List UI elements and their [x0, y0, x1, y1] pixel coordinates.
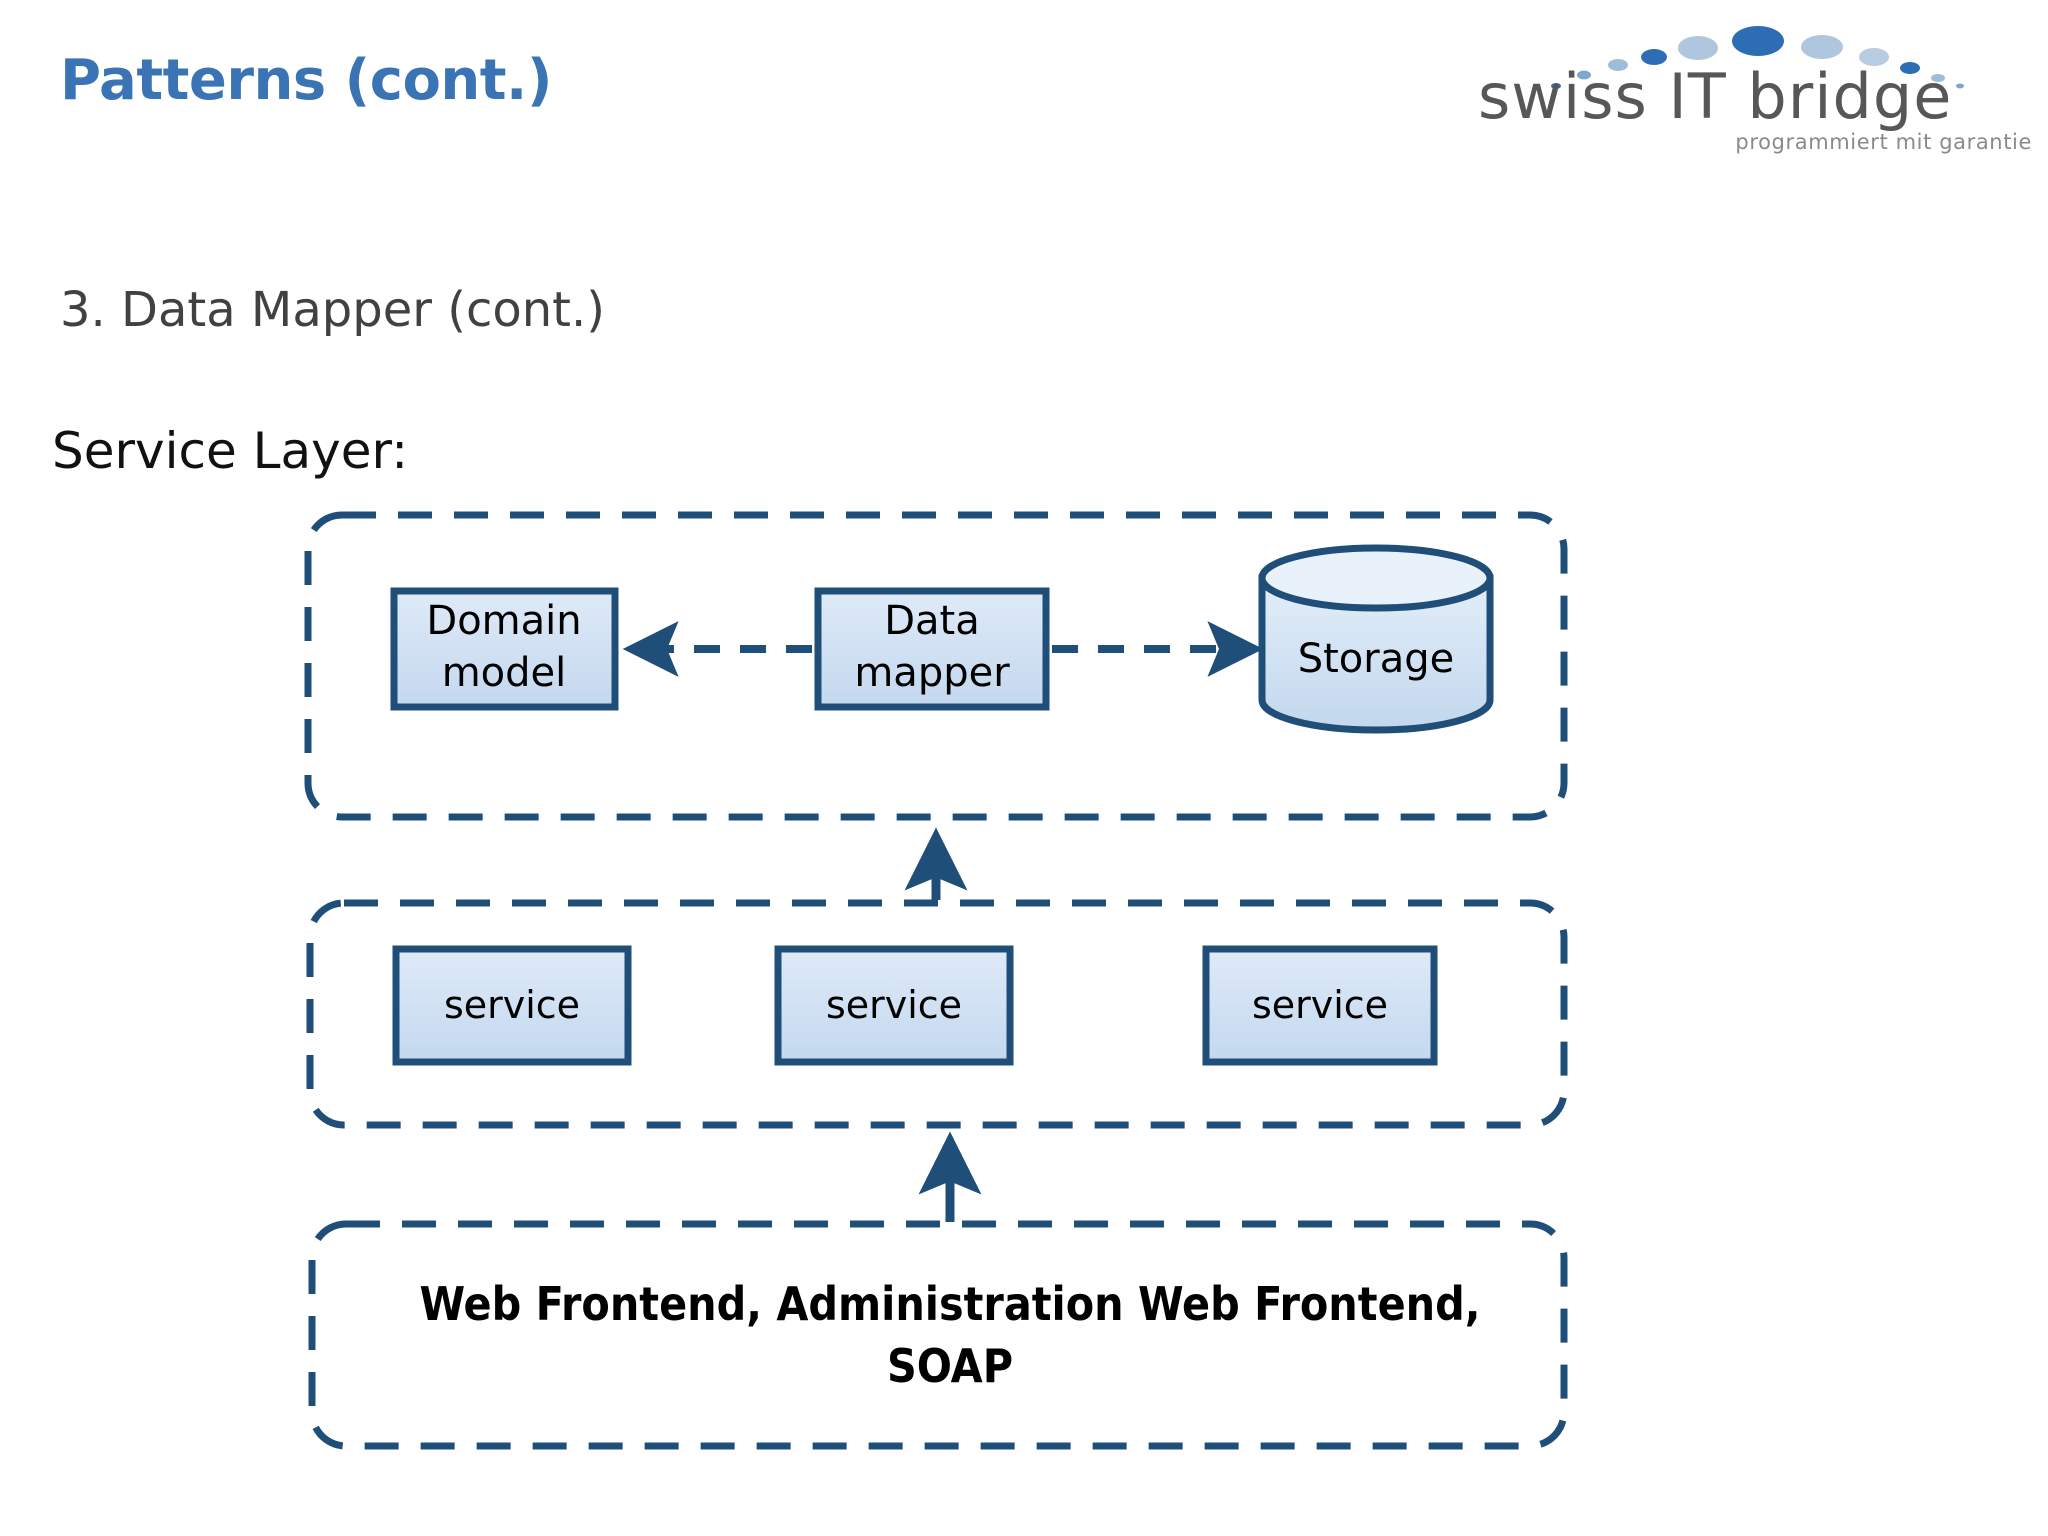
- node-storage-label: Storage: [1298, 636, 1455, 682]
- node-domain-model-label-line1: Domain: [426, 598, 581, 644]
- section-heading: 3. Data Mapper (cont.): [60, 282, 605, 338]
- frontend-layer-border: [308, 1220, 1568, 1450]
- domain-layer-container: Domain model Data mapper Storage: [304, 511, 1568, 821]
- node-service-1: service: [392, 945, 632, 1066]
- node-service-3: service: [1202, 945, 1438, 1066]
- node-domain-model-label-line2: model: [442, 650, 567, 696]
- node-service-1-label: service: [444, 983, 580, 1027]
- node-storage-body: [1258, 574, 1494, 734]
- brand-logo: swiss IT bridge programmiert mit garanti…: [1440, 14, 2040, 166]
- logo-wordmark: swiss IT bridge: [1478, 60, 1953, 133]
- node-data-mapper-box: [814, 587, 1050, 711]
- node-data-mapper: Data mapper: [814, 587, 1050, 711]
- node-service-2-label: service: [826, 983, 962, 1027]
- frontend-layer-text-line1: Web Frontend, Administration Web Fronten…: [420, 1277, 1481, 1331]
- node-domain-model: Domain model: [390, 587, 619, 711]
- logo-arc-icon: [1551, 26, 1964, 89]
- node-service-3-label: service: [1252, 983, 1388, 1027]
- node-storage-top: [1258, 544, 1494, 612]
- node-domain-model-box: [390, 587, 619, 711]
- domain-layer-border: [304, 511, 1568, 821]
- section-subheading: Service Layer:: [52, 422, 409, 480]
- service-layer-border: [306, 899, 1568, 1129]
- node-service-3-box: [1202, 945, 1438, 1066]
- node-service-1-box: [392, 945, 632, 1066]
- logo-tagline: programmiert mit garantie: [1735, 130, 2032, 154]
- frontend-layer-text-line2: SOAP: [887, 1339, 1013, 1393]
- node-storage: Storage: [1258, 544, 1494, 734]
- page-title: Patterns (cont.): [60, 48, 552, 113]
- node-data-mapper-label-line1: Data: [884, 598, 980, 644]
- frontend-layer-container: Web Frontend, Administration Web Fronten…: [308, 1220, 1568, 1450]
- node-service-2-box: [774, 945, 1014, 1066]
- node-service-2: service: [774, 945, 1014, 1066]
- service-layer-container: service service service: [306, 899, 1568, 1129]
- node-data-mapper-label-line2: mapper: [854, 650, 1010, 696]
